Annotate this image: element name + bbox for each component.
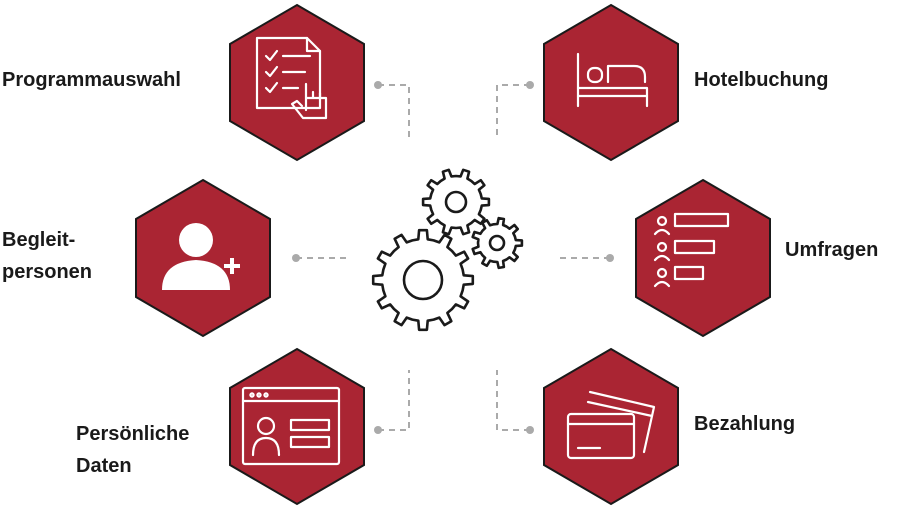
hexagon-persoenliche-daten: [229, 347, 365, 506]
hexagon-begleitpersonen: [135, 178, 271, 338]
gears-icon: [371, 168, 524, 332]
label-programmauswahl: Programmauswahl: [2, 69, 181, 91]
label-persoenliche-daten: Persönliche Daten: [76, 423, 190, 477]
connector-persoenliche-daten: [378, 370, 410, 431]
hexagon-programmauswahl: [229, 3, 365, 162]
hexagons: [135, 3, 771, 506]
connector-hotelbuchung: [496, 84, 530, 140]
credit-cards-icon: [566, 390, 656, 460]
add-user-icon: [162, 223, 240, 290]
connectors: [296, 84, 610, 431]
hexagon-umfragen: [635, 178, 771, 338]
connector-programmauswahl: [378, 84, 410, 140]
label-hotelbuchung: Hotelbuchung: [694, 69, 829, 91]
hexagon-bezahlung: [543, 347, 679, 506]
label-umfragen: Umfragen: [785, 239, 879, 261]
connector-bezahlung: [496, 370, 530, 431]
label-begleitpersonen: Begleit- personen: [2, 229, 93, 283]
survey-icon: [653, 212, 730, 288]
checklist-document-icon: [255, 36, 328, 120]
hexagon-hotelbuchung: [543, 3, 679, 162]
connector-dots: [292, 81, 614, 434]
profile-window-icon: [241, 386, 341, 466]
bed-icon: [576, 52, 649, 108]
label-bezahlung: Bezahlung: [694, 413, 796, 435]
